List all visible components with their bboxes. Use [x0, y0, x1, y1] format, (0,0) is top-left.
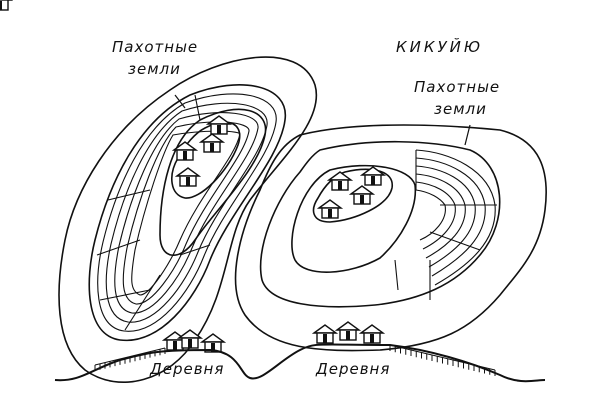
- right-fields-label-line1: Пахотные: [414, 78, 501, 96]
- house-icon: [318, 199, 342, 219]
- house-icon: [313, 324, 337, 344]
- village-left-label: Деревня: [150, 360, 225, 378]
- house-icon: [207, 115, 231, 135]
- ground-profile: [54, 343, 546, 383]
- right-hill-contour-3: [291, 164, 417, 273]
- house-icon: [350, 185, 374, 205]
- house-icon: [178, 329, 202, 349]
- left-fields-label-line2: земли: [128, 60, 181, 78]
- right-hill: [234, 124, 547, 352]
- left-fields-pointer: [174, 94, 186, 109]
- right-terraces: [394, 149, 497, 300]
- house-icon: [360, 324, 384, 344]
- house-icon: [176, 167, 200, 187]
- left-hill-contour-2: [88, 84, 286, 342]
- left-hill-contour-3: [159, 108, 267, 256]
- left-fields-label-line1: Пахотные: [112, 38, 199, 56]
- right-hill-contour-2: [259, 140, 501, 308]
- houses: [0, 0, 385, 353]
- house-icon: [200, 133, 224, 153]
- people-label: КИКУЙЮ: [396, 38, 484, 56]
- right-fields-label-line2: земли: [434, 100, 487, 118]
- village-right-label: Деревня: [316, 360, 391, 378]
- right-village-contour: [312, 168, 393, 223]
- house-icon: [0, 0, 14, 11]
- right-hill-outer-contour: [234, 124, 547, 352]
- house-icon: [336, 321, 360, 341]
- left-hill: [58, 56, 318, 384]
- right-fields-pointer: [464, 124, 471, 146]
- house-icon: [328, 171, 352, 191]
- house-icon: [173, 141, 197, 161]
- field-hatching: [94, 344, 496, 376]
